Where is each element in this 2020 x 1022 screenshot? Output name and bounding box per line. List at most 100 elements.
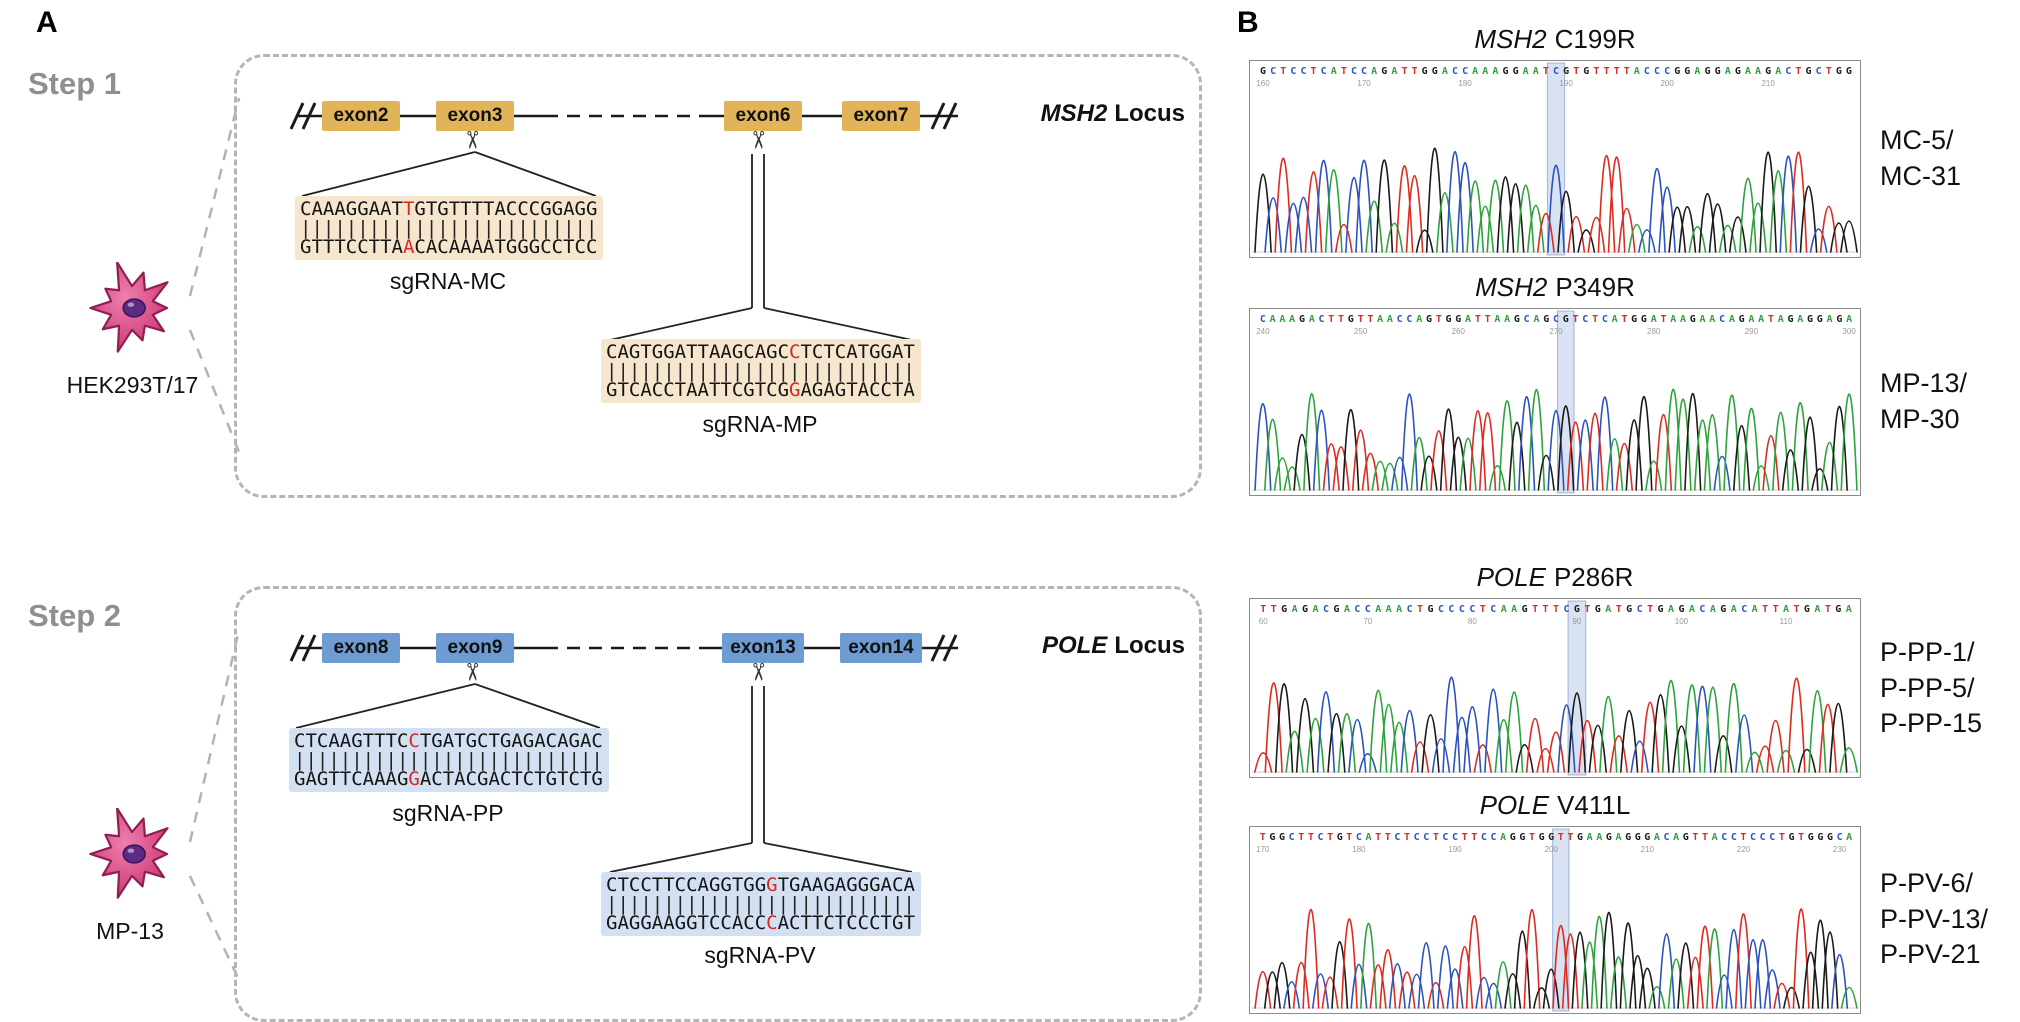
sgrna-pp-highlight: [289, 728, 609, 792]
svg-text:A: A: [1391, 66, 1397, 77]
svg-text:A: A: [1442, 66, 1448, 77]
svg-text:250: 250: [1354, 327, 1368, 336]
mutant-base: T: [402, 198, 415, 220]
svg-text:C: C: [1452, 66, 1458, 77]
mutant-base: A: [402, 236, 415, 258]
svg-text:C: C: [1414, 832, 1420, 843]
exon-box: exon8: [322, 633, 400, 663]
svg-text:A: A: [1729, 314, 1735, 325]
svg-text:C: C: [1699, 604, 1705, 615]
svg-text:A: A: [1725, 66, 1731, 77]
mutant-base: G: [789, 379, 801, 401]
svg-text:A: A: [1778, 314, 1784, 325]
svg-text:G: G: [1641, 314, 1647, 325]
svg-text:A: A: [1377, 314, 1383, 325]
svg-text:A: A: [1752, 604, 1758, 615]
svg-text:G: G: [1705, 66, 1711, 77]
svg-text:C: C: [1481, 832, 1487, 843]
exon-box: exon13: [722, 633, 804, 663]
svg-text:260: 260: [1452, 327, 1466, 336]
svg-text:T: T: [1825, 604, 1831, 615]
svg-text:C: C: [1260, 314, 1266, 325]
svg-text:C: C: [1448, 604, 1454, 615]
sgrna-pv-top-strand: CTCCTTCCAGGTGGGTGAAGAGGGACA: [606, 874, 915, 896]
scissors-icon: ✂: [458, 661, 486, 683]
svg-text:T: T: [1401, 66, 1407, 77]
svg-text:T: T: [1260, 604, 1266, 615]
panel-a-label: A: [36, 6, 58, 39]
locus-suffix: Locus: [1114, 100, 1185, 127]
svg-text:T: T: [1532, 604, 1538, 615]
svg-text:170: 170: [1357, 79, 1371, 88]
svg-text:C: C: [1361, 66, 1367, 77]
svg-text:G: G: [1644, 832, 1650, 843]
svg-text:210: 210: [1641, 845, 1655, 854]
svg-text:200: 200: [1545, 845, 1559, 854]
svg-text:C: C: [1731, 832, 1737, 843]
sgrna-pv-basepair-bars: |||||||||||||||||||||||||||: [606, 893, 915, 915]
svg-text:G: G: [1577, 832, 1583, 843]
svg-text:C: C: [1354, 604, 1360, 615]
svg-text:G: G: [1426, 314, 1432, 325]
svg-text:G: G: [1583, 66, 1589, 77]
svg-text:G: G: [1836, 314, 1842, 325]
locus-suffix: Locus: [1114, 632, 1185, 659]
svg-text:A: A: [1387, 314, 1393, 325]
svg-text:C: C: [1365, 604, 1371, 615]
svg-text:G: G: [1563, 314, 1569, 325]
svg-text:T: T: [1311, 66, 1317, 77]
svg-text:A: A: [1712, 832, 1718, 843]
step2-cell-label: MP-13: [96, 918, 164, 944]
svg-text:C: C: [1721, 832, 1727, 843]
svg-text:C: C: [1553, 66, 1559, 77]
sgrna-mp-highlight: [601, 339, 921, 403]
svg-text:A: A: [1731, 604, 1737, 615]
sgrna-mp-basepair-bars: |||||||||||||||||||||||||||: [606, 360, 915, 382]
sgrna-pp-basepair-bars: |||||||||||||||||||||||||||: [294, 749, 603, 771]
svg-text:G: G: [1299, 314, 1305, 325]
svg-text:290: 290: [1745, 327, 1759, 336]
svg-text:T: T: [1616, 604, 1622, 615]
svg-text:T: T: [1660, 314, 1666, 325]
svg-text:210: 210: [1761, 79, 1775, 88]
svg-text:T: T: [1740, 832, 1746, 843]
svg-text:G: G: [1735, 66, 1741, 77]
sgrna-pp-top-strand: CTCAAGTTTCCTGATGCTGAGACAGAC: [294, 730, 603, 752]
svg-text:C: C: [1664, 66, 1670, 77]
svg-text:T: T: [1567, 832, 1573, 843]
svg-text:G: G: [1455, 314, 1461, 325]
svg-text:T: T: [1358, 314, 1364, 325]
svg-text:A: A: [1709, 314, 1715, 325]
svg-text:C: C: [1769, 832, 1775, 843]
svg-text:C: C: [1654, 66, 1660, 77]
svg-text:A: A: [1745, 66, 1751, 77]
svg-text:T: T: [1280, 66, 1286, 77]
svg-text:200: 200: [1660, 79, 1674, 88]
svg-text:A: A: [1775, 66, 1781, 77]
svg-text:C: C: [1423, 832, 1429, 843]
svg-text:A: A: [1783, 604, 1789, 615]
svg-text:T: T: [1327, 832, 1333, 843]
svg-text:G: G: [1658, 604, 1664, 615]
svg-text:G: G: [1817, 832, 1823, 843]
svg-text:G: G: [1563, 66, 1569, 77]
svg-text:G: G: [1804, 604, 1810, 615]
svg-text:T: T: [1271, 604, 1277, 615]
svg-text:G: G: [1539, 832, 1545, 843]
svg-text:C: C: [1602, 314, 1608, 325]
svg-text:T: T: [1621, 314, 1627, 325]
svg-text:T: T: [1338, 314, 1344, 325]
svg-text:A: A: [1670, 314, 1676, 325]
svg-text:C: C: [1394, 832, 1400, 843]
svg-text:C: C: [1563, 604, 1569, 615]
step2-label: Step 2: [28, 598, 122, 633]
svg-text:A: A: [1500, 832, 1506, 843]
svg-text:G: G: [1683, 832, 1689, 843]
svg-text:C: C: [1524, 314, 1530, 325]
svg-text:A: A: [1511, 604, 1517, 615]
